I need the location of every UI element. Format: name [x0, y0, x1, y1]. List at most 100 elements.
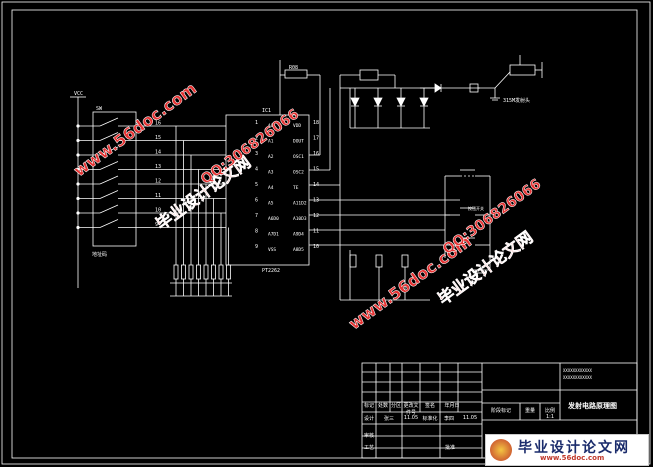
- company-line-1: XXXXXXXXXXXX: [563, 368, 592, 373]
- ic-left-pin-name: A5: [268, 201, 274, 207]
- approve-label: 批准: [444, 445, 455, 451]
- sw-pin-number: 13: [155, 164, 161, 170]
- ic-left-pin-name: A6D0: [268, 216, 279, 222]
- sw-blade: [99, 219, 119, 228]
- hdr-count: 处数: [377, 403, 388, 409]
- weight-label: 重量: [524, 408, 535, 414]
- diode: [396, 97, 406, 107]
- junction-dot: [76, 211, 80, 215]
- footer-url: www.56doc.com: [540, 454, 605, 462]
- ic-left-pin-name: A0: [268, 123, 274, 129]
- ic-left-pin-name: A7D1: [268, 232, 279, 238]
- company-block: XXXXXXXXXXXX XXXXXXXXXXXX: [563, 367, 592, 381]
- sw-blade: [99, 117, 119, 127]
- sw-pin-number: 10: [155, 208, 161, 214]
- ic-right-pin-number: 11: [313, 229, 319, 235]
- review-label: 审核: [363, 433, 374, 439]
- ic-left-pin-number: 9: [255, 244, 258, 250]
- junction-dot: [76, 138, 80, 143]
- ic-left-pin-number: 4: [255, 167, 258, 173]
- sw-caption: 地址码: [92, 251, 107, 258]
- ic-left-pin-name: A2: [268, 154, 274, 160]
- ic-right-pin-number: 13: [313, 198, 319, 204]
- dip-switch: [92, 111, 137, 247]
- sw-blade: [99, 204, 119, 214]
- ic-right-pin-name: A10D3: [293, 216, 307, 222]
- stage-row: 阶段标记 重量 比例: [482, 407, 560, 414]
- process-label: 工艺: [363, 445, 374, 451]
- diode: [419, 97, 429, 107]
- standard-date: 11.05: [462, 415, 478, 421]
- hdr-mark: 标记: [363, 403, 374, 409]
- design-row: 设计 张三 11.05 标准化 李四 11.05: [362, 412, 482, 424]
- vcc-label: VCC: [74, 91, 83, 97]
- ic-left-pin-number: 1: [255, 120, 258, 126]
- rn-resistor: [203, 264, 209, 280]
- sw-pin-number: 12: [155, 179, 161, 185]
- diode-rf: [434, 83, 442, 93]
- rn-resistor: [211, 264, 216, 280]
- hdr-date: 年月日: [444, 403, 460, 409]
- junction-dot: [76, 225, 80, 230]
- standard-label: 标准化: [422, 415, 438, 422]
- company-line-2: XXXXXXXXXXXX: [563, 375, 592, 380]
- rn-resistor: [226, 264, 231, 280]
- ic-right-pin-name: TE: [293, 185, 299, 191]
- rn-resistor: [188, 264, 194, 280]
- ic-left-pin-name: A3: [268, 170, 274, 176]
- ic-right-pin-number: 18: [313, 120, 319, 126]
- diode: [350, 97, 360, 107]
- ic-right-pin-number: 15: [313, 167, 319, 173]
- diode: [373, 97, 383, 107]
- junction-dot: [76, 196, 80, 201]
- ic-right-pin-name: OSC2: [293, 170, 304, 176]
- rf-module: [509, 64, 536, 76]
- ic-left-pin-number: 7: [255, 213, 258, 219]
- sw-blade: [99, 146, 119, 156]
- ic-right-pin-number: 16: [313, 151, 319, 157]
- sw-pin-number: 11: [155, 193, 161, 199]
- ic-right-pin-name: A8D5: [293, 247, 304, 253]
- rn-resistor: [196, 264, 201, 280]
- footer-badge: 毕业设计论文网 www.56doc.com: [485, 434, 649, 466]
- ic-left-pin-name: A4: [268, 185, 274, 191]
- hdr-change: 更改文件号: [403, 403, 419, 416]
- stage-mark: 阶段标记: [490, 408, 511, 414]
- ic-body: [225, 114, 310, 266]
- ic-right-pin-number: 10: [313, 244, 319, 250]
- ic-right-pin-name: OSC1: [293, 154, 304, 160]
- ic-right-pin-name: VDD: [293, 123, 301, 129]
- junction-dot: [76, 167, 80, 172]
- ic-ref: IC1: [262, 108, 271, 114]
- ic-right-pin-name: DOUT: [293, 139, 304, 145]
- footer-brand: 毕业设计论文网: [518, 440, 630, 456]
- drawing-title: 发射电路原理图: [568, 402, 617, 410]
- junction-dot: [76, 153, 80, 157]
- sw-pin-number: 14: [155, 150, 161, 156]
- ic-left-pin-number: 8: [255, 229, 258, 235]
- hdr-sign: 签名: [424, 403, 435, 409]
- junction-dot: [76, 124, 80, 128]
- title-block: [361, 362, 638, 459]
- design-label: 设计: [363, 415, 374, 422]
- ic-right-pin-name: A11D2: [293, 201, 307, 207]
- osc-resistor: [284, 69, 308, 79]
- hdr-zone: 分区: [390, 403, 401, 409]
- sw-ref: SW: [96, 106, 103, 112]
- sw-blade: [99, 161, 119, 170]
- rf-transistor: [359, 69, 379, 81]
- scale-label: 比例: [544, 408, 555, 414]
- logo-icon: [490, 439, 512, 461]
- sw-pin-number: 9: [155, 222, 158, 228]
- diode-array: [350, 88, 429, 128]
- ic-left-pin-number: 2: [255, 136, 258, 142]
- rn-resistor: [181, 264, 186, 280]
- header-row: 标记 处数 分区 更改文件号 签名 年月日: [362, 402, 482, 416]
- standardizer: 李四: [443, 415, 454, 422]
- ic-left-pin-name: VSS: [268, 247, 276, 253]
- ic-right-pin-number: 17: [313, 136, 319, 142]
- inner-border: [11, 9, 638, 459]
